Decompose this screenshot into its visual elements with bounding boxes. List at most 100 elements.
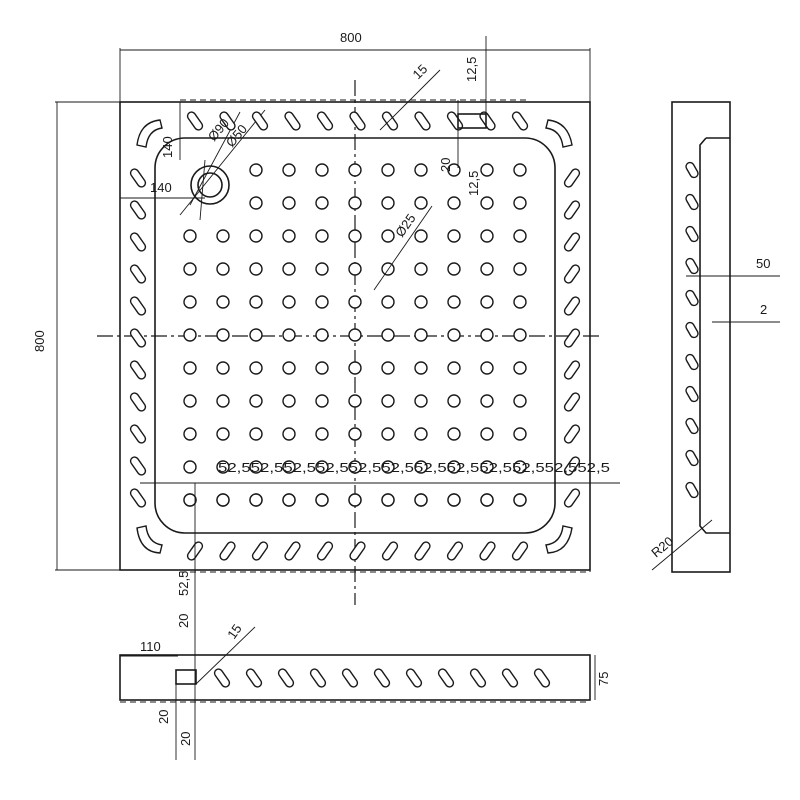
drain-hole	[282, 196, 296, 210]
corner-slot-top-left	[136, 119, 163, 148]
drain-hole	[381, 493, 395, 507]
slot-shape	[685, 225, 699, 243]
drain-hole	[447, 229, 461, 243]
slot-shape	[186, 111, 204, 131]
dim-front-gap-b: 20	[178, 732, 193, 746]
dim-bottom-gap: 20	[176, 614, 191, 628]
drain-hole	[249, 493, 263, 507]
dim-side-depth: 50	[756, 256, 770, 271]
slot-shape	[284, 541, 301, 561]
drain-hole	[183, 328, 197, 342]
drain-hole	[414, 328, 428, 342]
edge-slot	[533, 668, 551, 688]
slot-shape	[129, 200, 147, 220]
drain-hole	[315, 262, 329, 276]
edge-slot	[563, 488, 581, 508]
slot-shape	[563, 488, 581, 508]
edge-slot	[563, 296, 581, 316]
slot-shape	[511, 111, 529, 131]
side-outline	[671, 101, 731, 573]
slot-shape	[685, 385, 699, 403]
drain-hole	[282, 361, 296, 375]
drain-hole	[216, 460, 230, 474]
drain-hole	[282, 493, 296, 507]
corner-slot-bottom-right	[545, 525, 573, 554]
side-view: 50 2 R20	[648, 101, 780, 573]
slot-shape	[563, 296, 581, 316]
drain-hole	[249, 394, 263, 408]
drain-hole	[414, 229, 428, 243]
drain-hole	[513, 262, 527, 276]
drain-hole	[282, 229, 296, 243]
edge-slot	[277, 668, 295, 688]
drain-hole	[447, 493, 461, 507]
slot-shape	[685, 449, 699, 467]
drain-hole	[513, 229, 527, 243]
slot-shape	[685, 257, 699, 275]
dim-bottom-offset: 52,5	[176, 571, 191, 596]
edge-slot	[414, 541, 431, 561]
slot-shape	[414, 541, 431, 561]
edge-slot	[685, 321, 699, 339]
drain-hole	[282, 262, 296, 276]
slot-shape	[685, 193, 699, 211]
drain-hole	[249, 295, 263, 309]
slot-shape	[563, 392, 581, 412]
drain-hole	[249, 361, 263, 375]
edge-slot	[685, 353, 699, 371]
edge-slot	[129, 168, 147, 188]
dim-front-height: 75	[596, 672, 611, 686]
drain-hole	[480, 163, 494, 177]
edge-slot	[405, 668, 423, 688]
drain-hole	[282, 295, 296, 309]
drain-hole	[216, 229, 230, 243]
edge-slot	[309, 668, 327, 688]
edge-slot	[563, 456, 581, 476]
drain-hole	[414, 394, 428, 408]
drain-hole	[381, 295, 395, 309]
edge-slot	[213, 668, 231, 688]
slot-shape	[501, 668, 519, 688]
edge-slot	[511, 541, 529, 561]
drain-hole	[414, 196, 428, 210]
slot-shape	[533, 668, 551, 688]
drain-inner-ring	[197, 172, 223, 198]
drain-hole	[480, 328, 494, 342]
slot-shape	[251, 111, 269, 131]
edge-slot	[129, 200, 147, 220]
drain-hole	[447, 361, 461, 375]
drain-hole	[348, 163, 362, 177]
edge-slot	[479, 541, 496, 561]
drain-hole	[216, 493, 230, 507]
slot-shape	[129, 232, 147, 252]
drain-hole	[513, 394, 527, 408]
edge-slot	[414, 111, 431, 131]
drain-hole	[381, 427, 395, 441]
drain-hole	[480, 460, 494, 474]
front-outline	[119, 654, 591, 701]
slot-shape	[219, 541, 236, 561]
edge-slot	[186, 111, 204, 131]
drain-hole	[249, 262, 263, 276]
drain-hole	[315, 493, 329, 507]
drain-hole	[513, 361, 527, 375]
drain-hole	[480, 229, 494, 243]
edge-slot	[563, 424, 581, 444]
front-edge-slots	[213, 668, 551, 688]
drain-hole	[348, 328, 362, 342]
edge-slot	[129, 392, 147, 412]
slot-shape	[349, 111, 366, 131]
slot-shape	[129, 296, 147, 316]
slot-shape	[129, 168, 147, 188]
slot-shape	[129, 328, 147, 348]
top-view	[97, 80, 620, 605]
drain-hole	[513, 493, 527, 507]
slot-shape	[213, 668, 231, 688]
drain-hole	[216, 361, 230, 375]
slot-shape	[129, 456, 147, 476]
edge-slot	[251, 541, 269, 561]
slot-shape	[309, 668, 327, 688]
slot-shape	[349, 541, 366, 561]
slot-shape	[685, 289, 699, 307]
